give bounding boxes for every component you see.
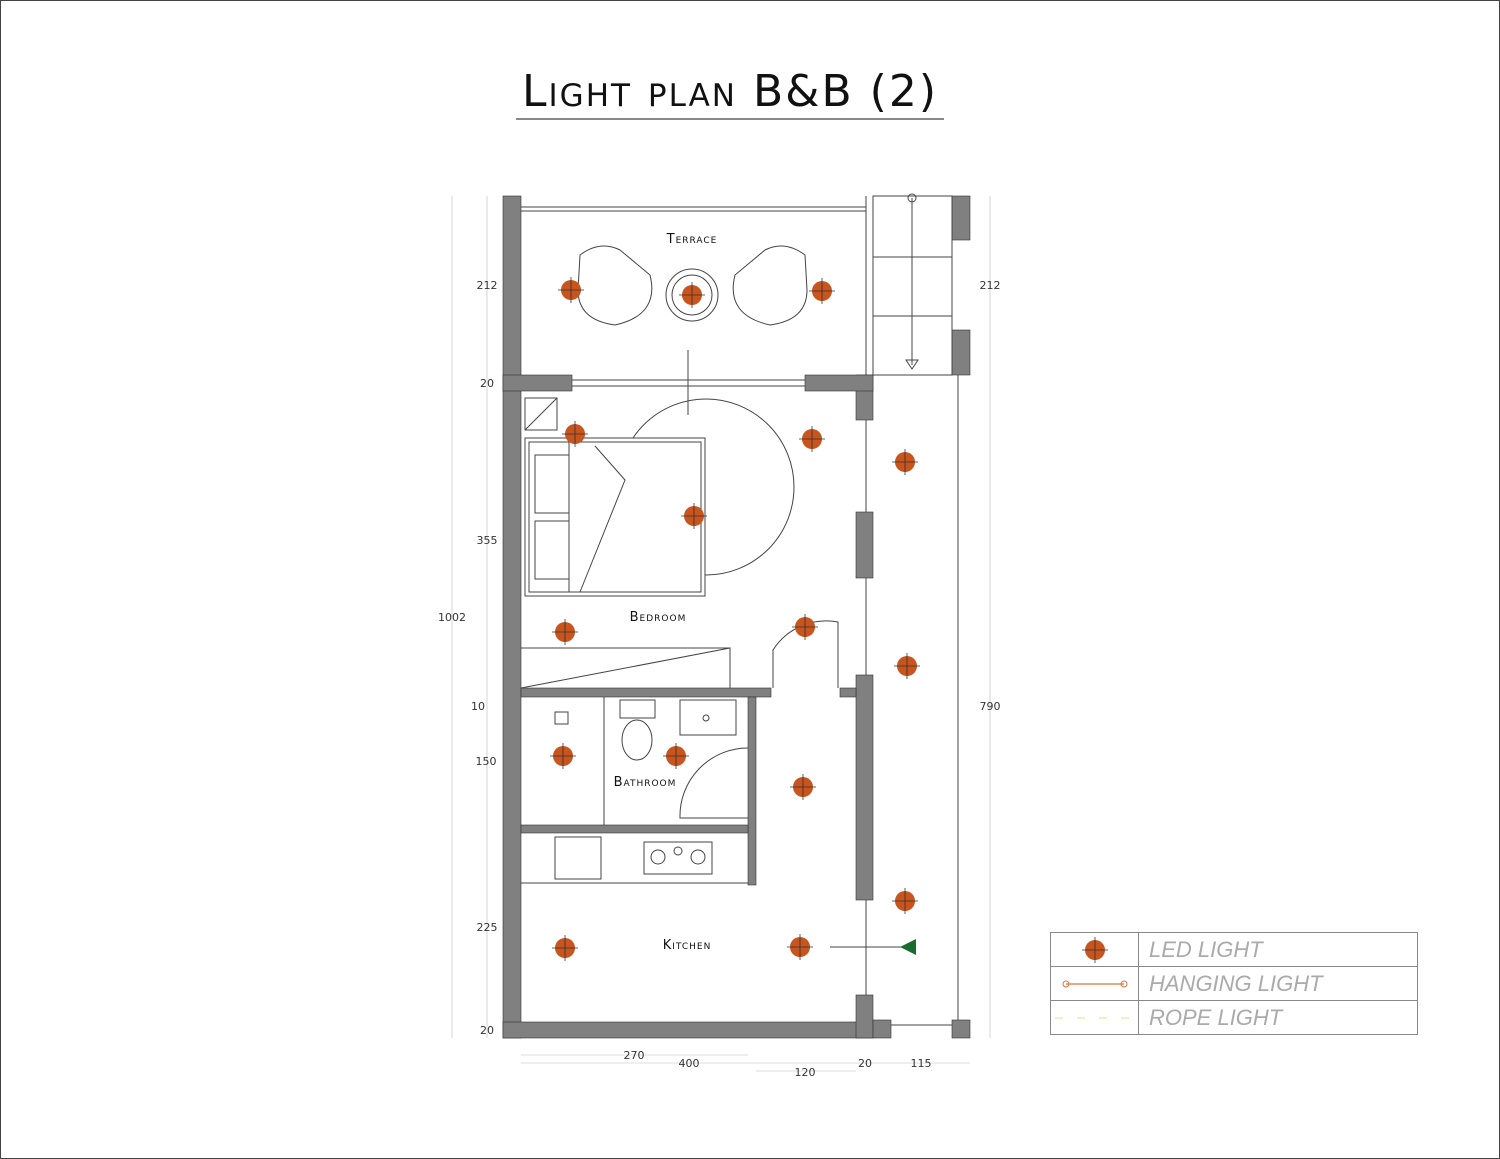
led-light-icon xyxy=(558,277,584,303)
legend-row-hanging: HANGING LIGHT xyxy=(1051,966,1417,1000)
led-light-icon xyxy=(552,619,578,645)
dim-right: 212 xyxy=(980,279,1001,292)
dim-bottom: 400 xyxy=(679,1057,700,1070)
dim-left: 150 xyxy=(476,755,497,768)
led-light-icon xyxy=(550,743,576,769)
led-light-icon xyxy=(681,503,707,529)
dim-left: 225 xyxy=(477,921,498,934)
led-light-icon xyxy=(799,426,825,452)
dim-left: 20 xyxy=(480,1024,494,1037)
led-light-icon xyxy=(892,449,918,475)
led-light-icon xyxy=(787,934,813,960)
legend-label: HANGING LIGHT xyxy=(1149,971,1323,996)
legend-row-rope: ROPE LIGHT xyxy=(1051,1000,1417,1034)
legend-label: ROPE LIGHT xyxy=(1149,1005,1283,1030)
room-label-terrace: Terrace xyxy=(666,232,718,247)
legend-row-led: LED LIGHT xyxy=(1051,933,1417,966)
led-light-icon xyxy=(552,935,578,961)
dim-bottom: 270 xyxy=(624,1049,645,1062)
dim-bottom: 20 xyxy=(858,1057,872,1070)
dim-left: 10 xyxy=(471,700,485,713)
room-label-kitchen: Kitchen xyxy=(663,938,712,953)
led-light-icon xyxy=(663,743,689,769)
led-light-icon xyxy=(679,282,705,308)
led-light-icon xyxy=(894,653,920,679)
led-lights xyxy=(550,277,920,961)
led-light-icon xyxy=(892,888,918,914)
entrance-arrow-icon xyxy=(900,939,916,955)
led-light-icon xyxy=(1081,936,1108,963)
led-light-icon xyxy=(562,421,588,447)
led-light-icon xyxy=(809,278,835,304)
dim-left: 212 xyxy=(477,279,498,292)
walls xyxy=(502,195,971,1039)
led-light-icon xyxy=(792,614,818,640)
rope-light-icon xyxy=(1054,1017,1137,1018)
dim-left-total: 1002 xyxy=(438,611,466,624)
fixtures xyxy=(520,193,959,1026)
dim-bottom: 120 xyxy=(795,1066,816,1079)
dim-right: 790 xyxy=(980,700,1001,713)
room-label-bathroom: Bathroom xyxy=(614,775,677,790)
room-label-bedroom: Bedroom xyxy=(630,610,687,625)
legend: LED LIGHT HANGING LIGHT ROPE LIGHT xyxy=(1050,932,1418,1035)
legend-label: LED LIGHT xyxy=(1149,937,1263,962)
dim-left: 20 xyxy=(480,377,494,390)
dimension-lines xyxy=(451,196,991,1072)
hanging-light-icon xyxy=(1062,980,1127,987)
led-light-icon xyxy=(790,774,816,800)
dim-bottom: 115 xyxy=(911,1057,932,1070)
page-title: Light plan B&B (2) xyxy=(516,66,944,120)
dim-left: 355 xyxy=(477,534,498,547)
